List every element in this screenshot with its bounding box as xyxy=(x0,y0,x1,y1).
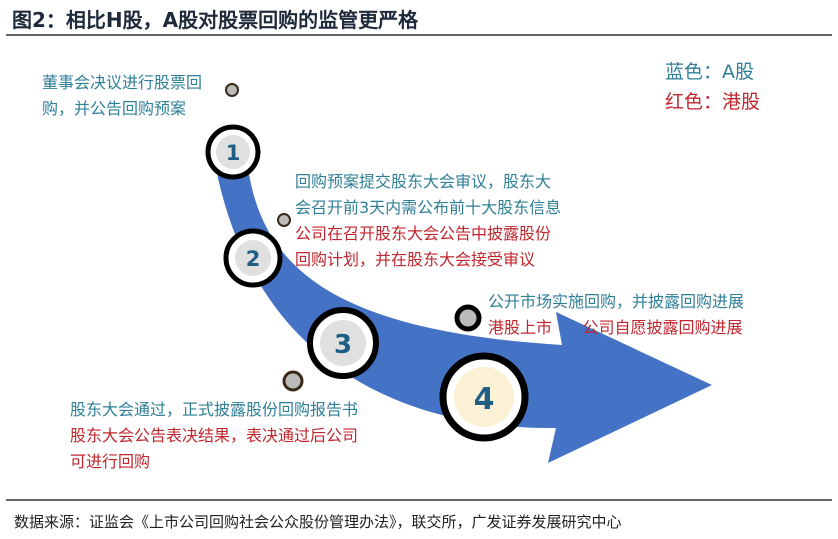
legend-h-share: 红色：港股 xyxy=(665,91,761,113)
dot-3 xyxy=(282,370,304,392)
top-divider xyxy=(6,34,832,36)
step1-a-line: 购，并公告回购预案 xyxy=(42,99,187,118)
step-number-2: 2 xyxy=(246,247,261,271)
dot-4 xyxy=(454,304,482,332)
step2-h-line: 回购计划，并在股东大会接受审议 xyxy=(295,250,536,269)
step3-h-line: 可进行回购 xyxy=(70,452,151,471)
figure-title: 图2：相比H股，A股对股票回购的监管更严格 xyxy=(12,8,419,32)
legend: 蓝色：A股 红色：港股 xyxy=(665,57,760,117)
bottom-divider xyxy=(6,499,832,501)
connector-dots xyxy=(225,83,482,392)
step-circle-3 xyxy=(307,307,379,379)
step2-a-line: 回购预案提交股东大会审议，股东大 xyxy=(295,172,552,191)
step2-a-line: 会召开前3天内需公布前十大股东信息 xyxy=(295,198,562,217)
source-note: 数据来源：证监会《上市公司回购社会公众股份管理办法》，联交所，广发证券发展研究中… xyxy=(14,513,622,531)
step4-a-line: 公开市场实施回购，并披露回购进展 xyxy=(488,292,745,311)
step2-text: 回购预案提交股东大会审议，股东大 会召开前3天内需公布前十大股东信息 公司在召开… xyxy=(295,169,561,273)
step-circle-2 xyxy=(223,228,283,288)
step1-a-line: 董事会决议进行股票回 xyxy=(42,73,203,92)
step-number-4: 4 xyxy=(474,382,495,417)
step1-text: 董事会决议进行股票回 购，并公告回购预案 xyxy=(42,70,202,122)
legend-a-share: 蓝色：A股 xyxy=(665,61,754,83)
step-number-3: 3 xyxy=(334,330,352,360)
step-circle-4 xyxy=(439,352,529,442)
step4-text: 公开市场实施回购，并披露回购进展 港股上市 公司自愿披露回购进展 xyxy=(488,289,744,341)
step-number-1: 1 xyxy=(226,141,241,165)
step3-h-line: 股东大会公告表决结果，表决通过后公司 xyxy=(70,426,359,445)
step-circle-1 xyxy=(205,124,261,180)
dot-1 xyxy=(225,83,239,97)
step3-text: 股东大会通过，正式披露股份回购报告书 股东大会公告表决结果，表决通过后公司 可进… xyxy=(70,397,358,475)
step2-h-line: 公司在召开股东大会公告中披露股份 xyxy=(295,224,552,243)
dot-2 xyxy=(277,213,291,227)
step4-h-line: 港股上市 公司自愿披露回购进展 xyxy=(488,318,743,337)
step3-a-line: 股东大会通过，正式披露股份回购报告书 xyxy=(70,400,359,419)
process-arrow xyxy=(214,150,712,463)
